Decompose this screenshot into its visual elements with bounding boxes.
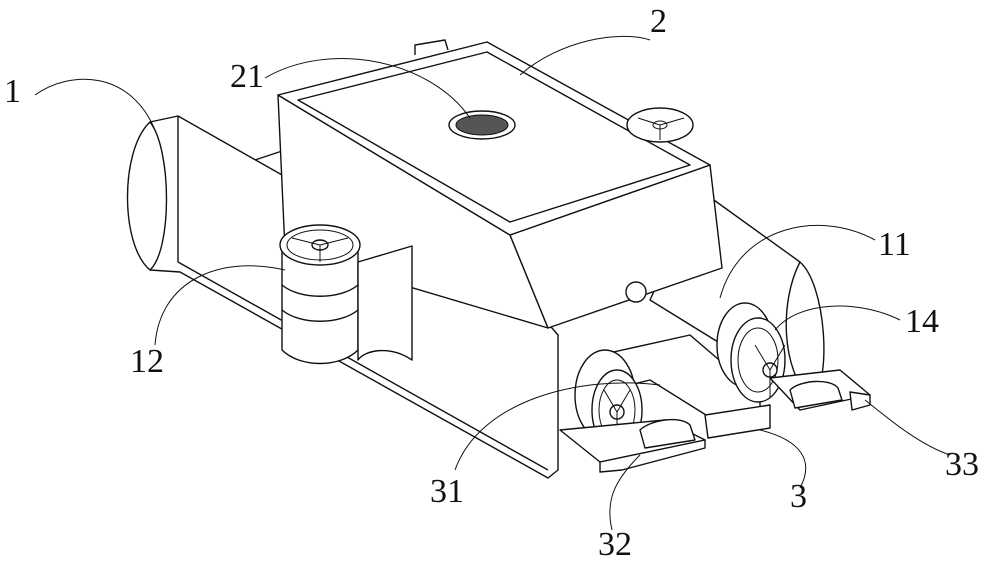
control-box [277, 39, 723, 329]
side-port [625, 281, 647, 303]
label-2: 2 [650, 3, 667, 40]
leader-lines [34, 35, 951, 531]
side-propeller [279, 224, 413, 365]
label-32: 32 [598, 526, 632, 562]
left-runner [559, 418, 706, 473]
label-31: 31 [430, 473, 464, 510]
label-14: 14 [905, 303, 939, 340]
top-opening-mesh [455, 114, 509, 136]
rear-bracket [414, 39, 449, 55]
label-1: 1 [4, 73, 21, 110]
right-runner [769, 369, 871, 411]
label-11: 11 [878, 226, 911, 263]
rear-propeller [626, 107, 694, 143]
label-33: 33 [945, 446, 979, 483]
right-wheel [716, 302, 786, 403]
label-21: 21 [230, 58, 264, 95]
label-3: 3 [790, 478, 807, 515]
front-assembly [599, 334, 771, 439]
label-12: 12 [130, 343, 164, 380]
